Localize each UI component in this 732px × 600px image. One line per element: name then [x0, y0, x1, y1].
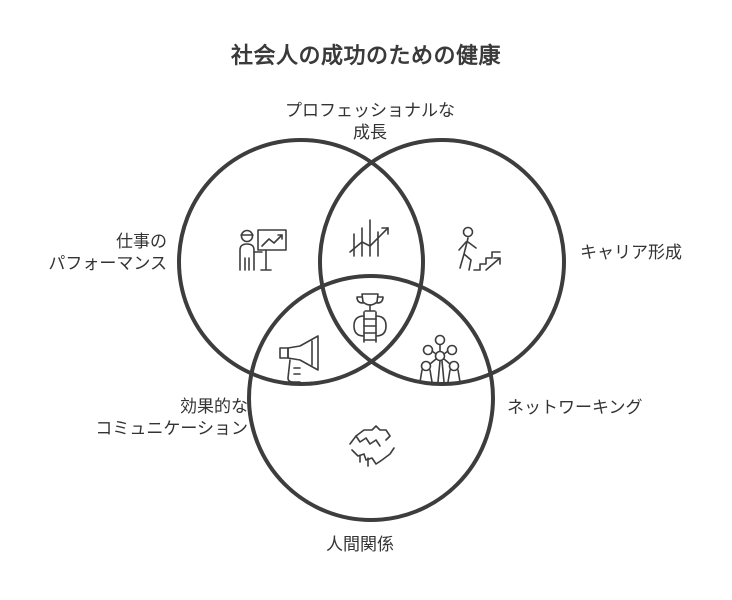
label-line: 成長 — [353, 123, 387, 143]
label-line: パフォーマンス — [48, 254, 167, 274]
circle-human-relations — [247, 274, 495, 522]
label-effective-communication: 効果的な コミュニケーション — [30, 396, 248, 440]
label-career-development: キャリア形成 — [580, 242, 682, 264]
label-line: ネットワーキング — [507, 398, 643, 418]
presentation-icon — [239, 229, 287, 271]
label-professional-growth: プロフェッショナルな 成長 — [230, 100, 510, 144]
label-line: プロフェッショナルな — [285, 101, 455, 121]
career-climb-icon — [458, 226, 501, 271]
label-line: 仕事の — [116, 232, 167, 252]
label-line: 人間関係 — [326, 535, 394, 555]
circle-work-performance — [177, 138, 425, 386]
network-molecule-icon — [419, 334, 461, 383]
label-work-performance: 仕事の パフォーマンス — [40, 231, 167, 275]
label-line: コミュニケーション — [95, 419, 248, 439]
circle-career-development — [318, 138, 566, 386]
label-human-relations: 人間関係 — [260, 534, 460, 556]
label-line: キャリア形成 — [580, 243, 682, 263]
label-line: 効果的な — [180, 397, 248, 417]
label-networking: ネットワーキング — [507, 397, 643, 419]
growth-chart-icon — [349, 219, 389, 257]
handshake-puzzle-icon — [349, 425, 395, 467]
diagram-title: 社会人の成功のための健康 — [230, 44, 501, 69]
megaphone-icon — [279, 335, 319, 383]
trophy-ladder-icon — [353, 293, 387, 343]
